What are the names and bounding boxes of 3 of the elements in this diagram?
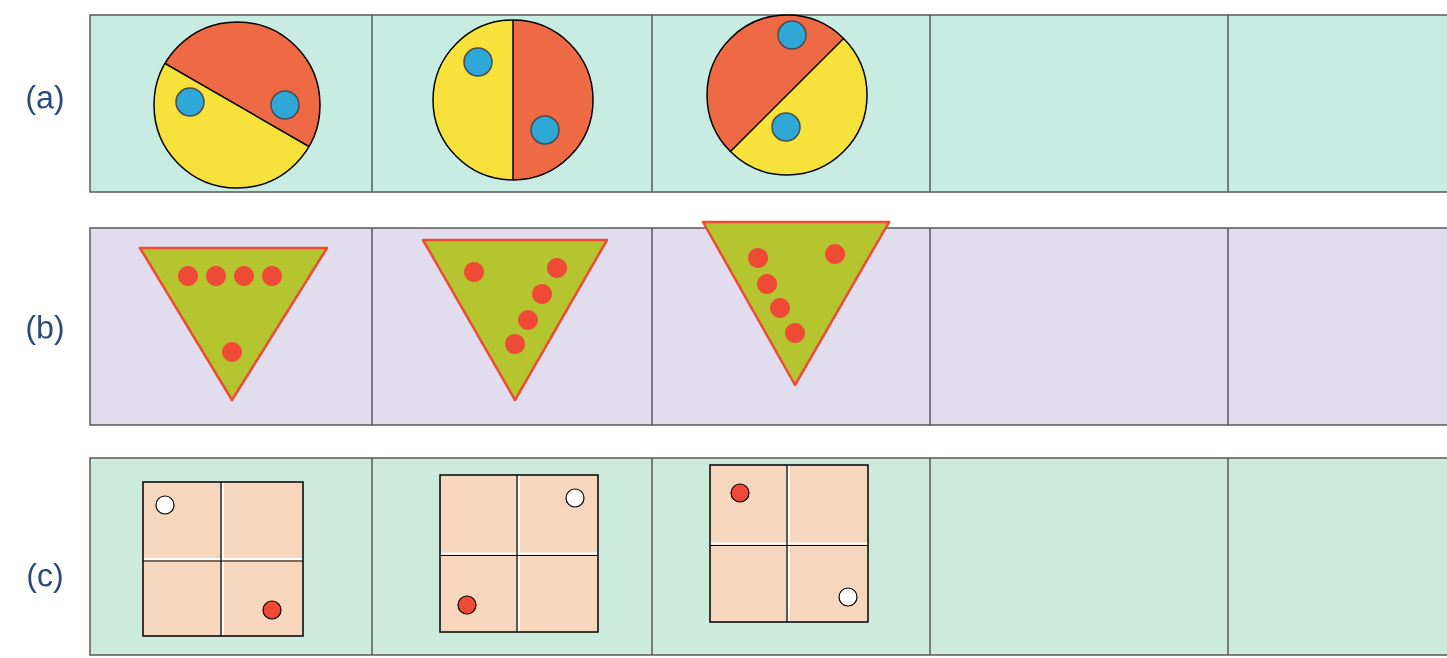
- row-label: (a): [27, 85, 63, 115]
- row-label: (b): [27, 315, 63, 345]
- row-label: (c): [28, 563, 62, 593]
